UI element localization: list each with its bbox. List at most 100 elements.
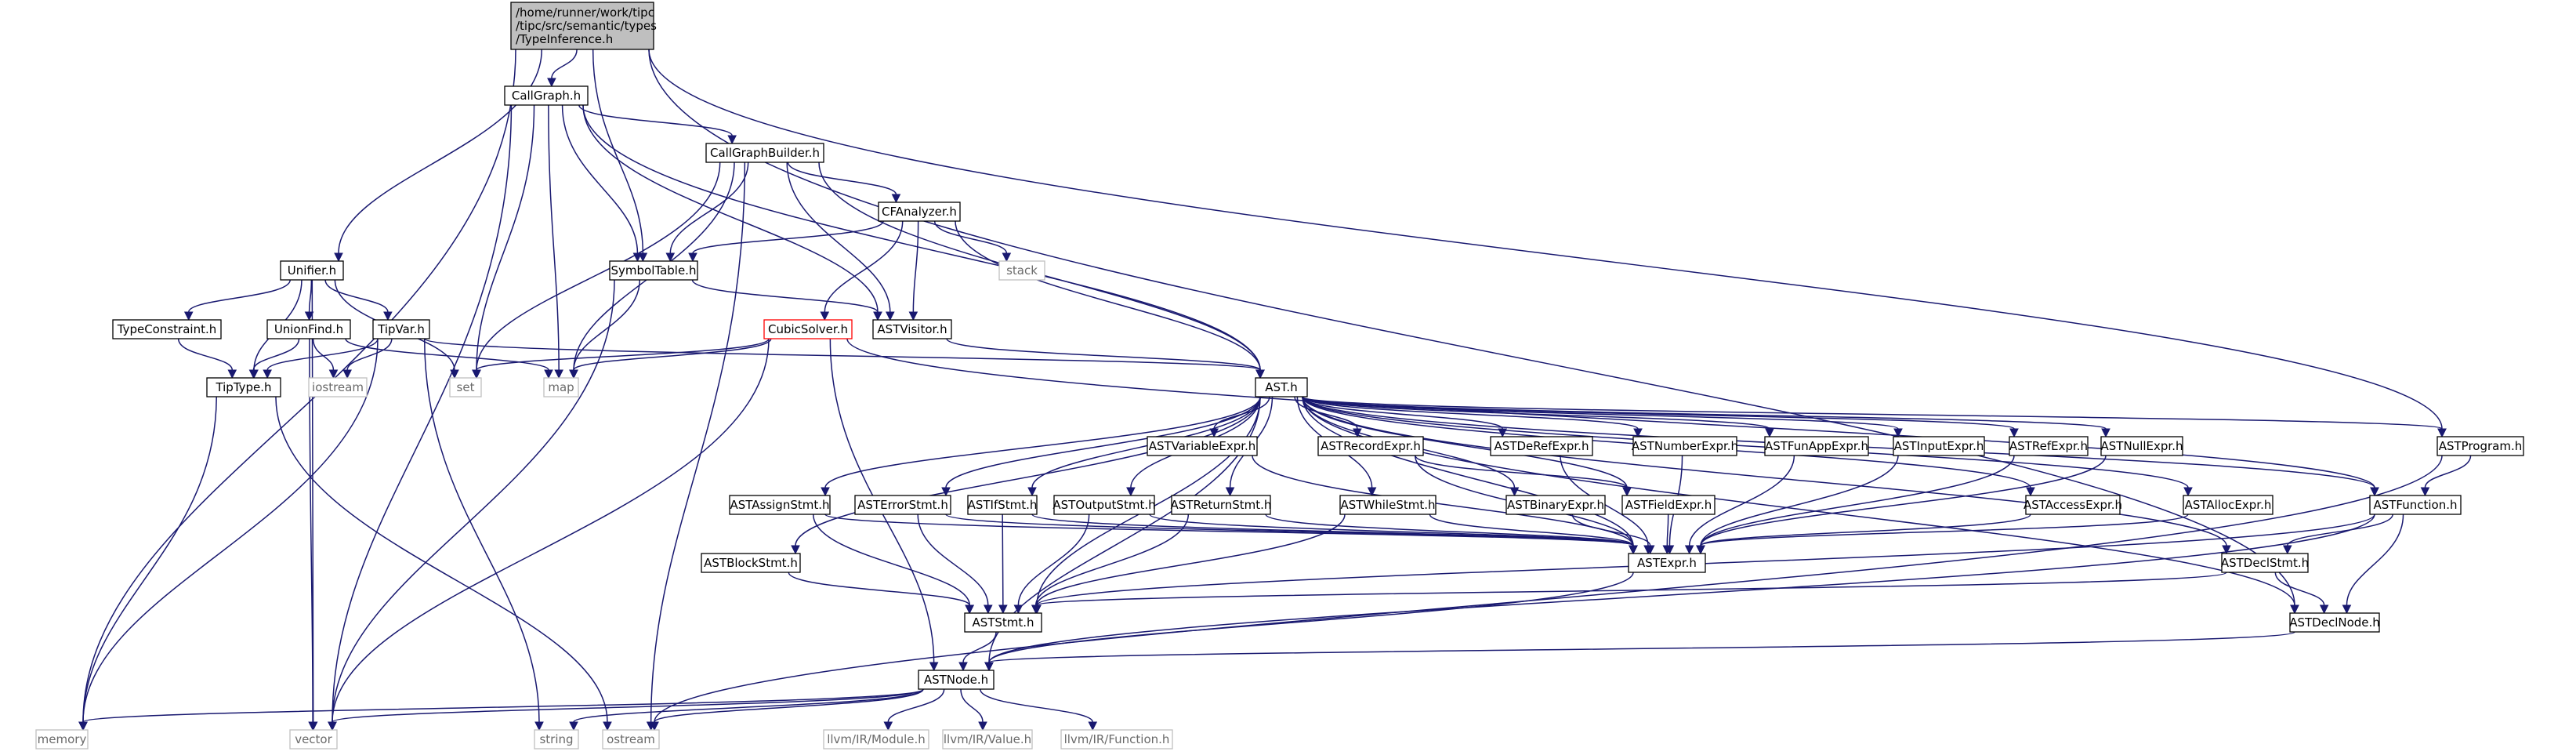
node-astblockstmt[interactable]: ASTBlockStmt.h <box>701 553 801 573</box>
dependency-edge <box>883 688 945 731</box>
edge-line <box>1034 514 1190 606</box>
node-astprogram[interactable]: ASTProgram.h <box>2437 436 2524 456</box>
node-vector: vector <box>289 729 338 750</box>
dependency-edge <box>1027 396 1261 497</box>
dependency-edge <box>78 688 924 731</box>
edge-line <box>582 104 879 313</box>
node-astoutputstmt[interactable]: ASTOutputStmt.h <box>1053 495 1156 515</box>
node-box <box>1255 377 1308 397</box>
node-box <box>854 495 951 515</box>
node-callgraph[interactable]: CallGraph.h <box>504 85 589 106</box>
node-astallocexpr[interactable]: ASTAllocExpr.h <box>2183 495 2273 515</box>
node-box <box>878 201 961 222</box>
node-symboltable[interactable]: SymbolTable.h <box>609 260 698 281</box>
node-astbinaryexpr[interactable]: ASTBinaryExpr.h <box>1505 495 1606 515</box>
edge-line <box>654 688 924 723</box>
node-astvariableexpr[interactable]: ASTVariableExpr.h <box>1147 436 1258 456</box>
node-astfunappexpr[interactable]: ASTFunAppExpr.h <box>1764 436 1869 456</box>
dependency-edge <box>569 279 641 379</box>
node-asterrorstmt[interactable]: ASTErrorStmt.h <box>854 495 951 515</box>
node-box <box>1490 436 1593 456</box>
edge-line <box>654 455 2443 723</box>
node-astrecordexpr[interactable]: ASTRecordExpr.h <box>1317 436 1424 456</box>
node-astexpr[interactable]: ASTExpr.h <box>1628 553 1706 573</box>
edge-arrowhead <box>534 721 544 731</box>
edge-line <box>1036 572 2227 606</box>
edge-line <box>324 279 389 313</box>
node-label: ASTExpr.h <box>1637 556 1697 570</box>
edge-arrowhead <box>263 369 272 379</box>
node-astderefexpr[interactable]: ASTDeRefExpr.h <box>1490 436 1593 456</box>
node-unionfind[interactable]: UnionFind.h <box>266 319 351 339</box>
edge-line <box>1700 514 2189 546</box>
dependency-edge <box>312 338 339 379</box>
node-callgraphbuilder[interactable]: CallGraphBuilder.h <box>705 143 824 163</box>
dependency-edge <box>248 338 300 379</box>
node-ast[interactable]: AST.h <box>1255 377 1308 397</box>
edge-line <box>962 631 997 663</box>
node-astnode[interactable]: ASTNode.h <box>918 670 995 690</box>
edge-line <box>2287 514 2393 546</box>
node-astfunction[interactable]: ASTFunction.h <box>2369 495 2462 515</box>
node-astvisitor[interactable]: ASTVisitor.h <box>872 319 952 339</box>
node-box <box>289 729 338 750</box>
node-tipvar[interactable]: TipVar.h <box>372 319 430 339</box>
edge-arrowhead <box>908 311 918 321</box>
node-label: ASTStmt.h <box>972 615 1034 630</box>
dependency-edge <box>648 49 2447 438</box>
node-box <box>1505 495 1606 515</box>
node-typeconstraint[interactable]: TypeConstraint.h <box>112 319 222 339</box>
node-box <box>2183 495 2273 515</box>
node-astinputexpr[interactable]: ASTInputExpr.h <box>1893 436 1985 456</box>
node-astrefexpr[interactable]: ASTRefExpr.h <box>2009 436 2089 456</box>
node-astfieldexpr[interactable]: ASTFieldExpr.h <box>1621 495 1716 515</box>
node-astaccessexpr[interactable]: ASTAccessExpr.h <box>2023 495 2122 515</box>
node-aststmt[interactable]: ASTStmt.h <box>964 612 1042 633</box>
dependency-edge <box>548 104 563 379</box>
node-root[interactable]: /home/runner/work/tipc/tipc/src/semantic… <box>510 2 657 50</box>
node-astifstmt[interactable]: ASTIfStmt.h <box>967 495 1038 515</box>
dependency-edge <box>472 338 770 379</box>
node-astwhilestmt[interactable]: ASTWhileStmt.h <box>1339 495 1437 515</box>
dependency-edge <box>945 514 1638 555</box>
edge-line <box>824 396 1261 488</box>
dependency-edge <box>958 631 997 672</box>
edge-arrowhead <box>450 369 459 379</box>
edge-arrowhead <box>328 721 337 731</box>
node-box <box>1632 436 1737 456</box>
node-box <box>1171 495 1271 515</box>
edge-line <box>933 220 1008 254</box>
edge-line <box>912 220 919 313</box>
dependency-edge <box>592 49 648 263</box>
edge-line <box>188 279 291 313</box>
node-cfanalyzer[interactable]: CFAnalyzer.h <box>878 201 961 222</box>
node-astdeclstmt[interactable]: ASTDeclStmt.h <box>2221 553 2309 573</box>
edge-arrowhead <box>308 721 317 731</box>
edge-arrowhead <box>2009 428 2019 438</box>
edge-arrowhead <box>638 252 648 263</box>
node-label: ASTBinaryExpr.h <box>1507 498 1604 512</box>
node-iostream: iostream <box>308 377 368 397</box>
node-box <box>1628 553 1706 573</box>
node-astreturnstmt[interactable]: ASTReturnStmt.h <box>1171 495 1272 515</box>
node-label: ASTAllocExpr.h <box>2185 498 2272 512</box>
dependency-edge <box>345 338 553 379</box>
edge-arrowhead <box>2282 545 2292 555</box>
edge-line <box>795 396 1261 546</box>
edge-arrowhead <box>1662 545 1672 555</box>
edge-line <box>648 49 2443 430</box>
edge-arrowhead <box>334 252 343 263</box>
node-label: ASTErrorStmt.h <box>857 498 948 512</box>
node-astnumberexpr[interactable]: ASTNumberExpr.h <box>1632 436 1738 456</box>
node-astdeclnode[interactable]: ASTDeclNode.h <box>2289 612 2380 633</box>
node-tiptype[interactable]: TipType.h <box>206 377 281 397</box>
node-cubicsolver[interactable]: CubicSolver.h <box>763 319 853 339</box>
dependency-edge <box>998 514 1008 615</box>
node-unifier[interactable]: Unifier.h <box>280 260 344 281</box>
edge-arrowhead <box>554 369 563 379</box>
edge-line <box>332 338 770 723</box>
edge-arrowhead <box>304 311 314 321</box>
node-astassignstmt[interactable]: ASTAssignStmt.h <box>729 495 831 515</box>
node-astnullexpr[interactable]: ASTNullExpr.h <box>2100 436 2183 456</box>
